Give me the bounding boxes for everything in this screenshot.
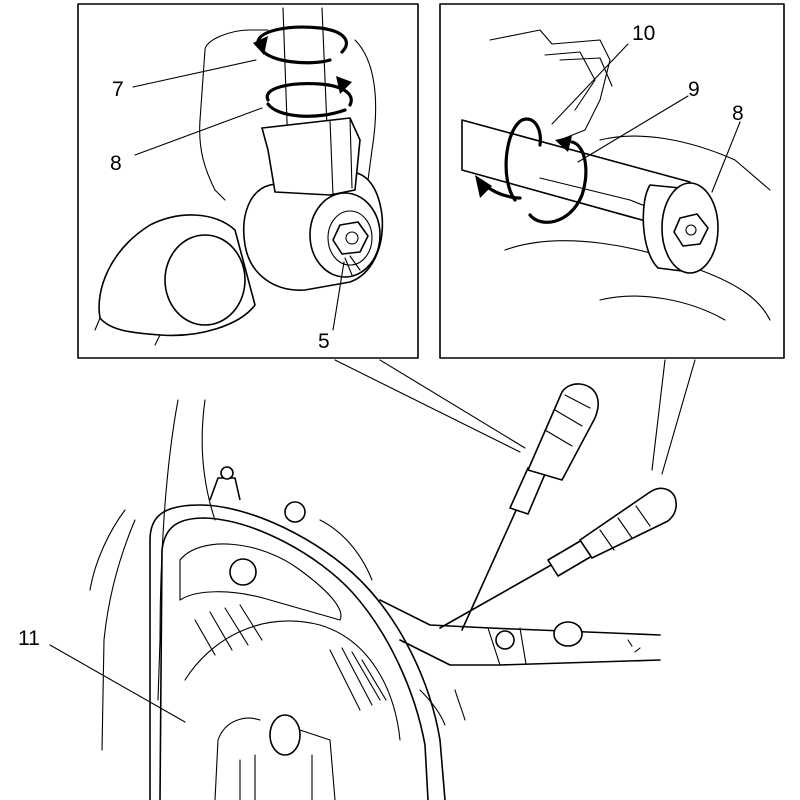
support-lower-lines [419, 689, 466, 726]
nut [332, 221, 369, 255]
screwdriver-lower-shaft [439, 559, 561, 629]
lower-reflector [184, 620, 401, 741]
lower-bulb [269, 714, 301, 756]
callout-5: 5 [318, 330, 330, 353]
lower-lamp-ribs [239, 754, 313, 800]
radiator-support-bottom [399, 639, 661, 666]
screwdriver-upper-ferrule [509, 467, 546, 515]
connector-left-a [334, 359, 521, 453]
arrowhead-lower [336, 76, 352, 94]
rotation-arrow-left [504, 117, 542, 202]
connector-left-b [379, 359, 526, 449]
left-inset-frame [77, 3, 419, 359]
side-marker-bulb [229, 558, 257, 586]
fender-line-1 [157, 399, 179, 701]
left-body-outline [199, 29, 269, 201]
reflector-hatching-right [329, 647, 387, 711]
callout-9: 9 [688, 78, 700, 101]
callout-10: 10 [632, 22, 655, 45]
rotation-arrow-upper-front [260, 48, 332, 65]
lower-lamp-unit [214, 717, 336, 800]
right-lower-body [504, 240, 771, 321]
connector-right-b [661, 359, 696, 475]
arrowhead-upper [253, 36, 268, 55]
headlamp-housing-outer [149, 504, 446, 800]
screwdriver-upper [461, 383, 600, 631]
leader-7 [132, 59, 257, 88]
screwdriver-lower-handle [579, 487, 677, 559]
reflector-hatching-left [194, 604, 263, 656]
bracket-edges [329, 117, 353, 196]
bracket-plate [261, 117, 361, 196]
right-body-line [599, 135, 771, 191]
callout-7: 7 [112, 78, 124, 101]
rotation-arrow-right [528, 140, 588, 224]
leader-10 [551, 43, 629, 125]
leader-5 [332, 261, 345, 331]
screwdriver-lower [439, 487, 677, 629]
leader-8-left [134, 107, 263, 156]
upper-reflector [179, 543, 342, 621]
inset-connectors [334, 359, 696, 475]
screwdriver-upper-grip [544, 394, 591, 447]
support-bracket [487, 627, 527, 666]
left-detail-inset: 7 8 5 [77, 3, 419, 359]
arrowhead-left-a [475, 175, 492, 198]
body-panel-edge [319, 519, 373, 581]
screwdriver-upper-handle [527, 383, 600, 481]
left-body-outline-right [354, 39, 377, 181]
bolt-end [345, 231, 359, 245]
right-lower-contour [599, 295, 726, 321]
rotation-arrow-upper-back [256, 25, 348, 54]
right-inset-frame [439, 3, 785, 359]
support-bolt [495, 630, 515, 650]
arrowhead-right [555, 136, 572, 152]
mounting-nut [220, 466, 234, 480]
arm-shadow [94, 317, 161, 346]
right-nut [673, 213, 709, 247]
right-bracket-inner [559, 57, 613, 87]
rotation-arrow-left-tail [483, 183, 522, 200]
callout-11: 11 [18, 627, 40, 650]
fender-line-4 [89, 509, 126, 591]
callout-8-right: 8 [732, 102, 744, 125]
headlamp-mounting-tab [209, 477, 241, 501]
support-grommet [553, 621, 583, 647]
fender-line-3 [101, 519, 136, 751]
leader-11 [49, 644, 186, 723]
bolt-tab [344, 255, 361, 276]
connector-right-a [651, 359, 666, 471]
leader-8-right [711, 121, 741, 193]
right-bolt-end [685, 224, 697, 236]
callout-8-left: 8 [110, 152, 122, 175]
right-detail-inset: 10 9 8 [439, 3, 785, 359]
screwdriver-lower-grip [599, 505, 651, 551]
rotation-arrow-lower-back [265, 82, 353, 107]
bushing-inner [327, 210, 373, 266]
support-clip [627, 639, 641, 653]
leader-9 [577, 95, 689, 163]
rotation-arrow-lower-front [266, 102, 347, 118]
arm-end [164, 234, 246, 326]
main-view: 11 [18, 383, 677, 800]
right-bracket-outline [489, 29, 611, 141]
fender-line-2 [201, 399, 216, 521]
adjuster-top [284, 501, 306, 523]
headlamp-housing-inner [159, 517, 429, 800]
